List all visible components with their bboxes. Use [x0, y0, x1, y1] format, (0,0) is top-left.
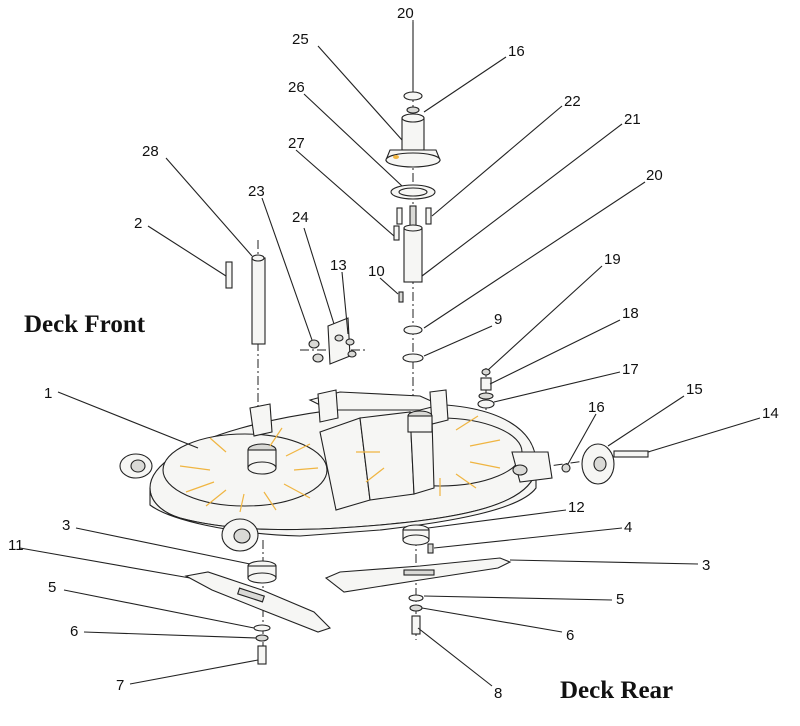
callout-6-left: 6 [70, 623, 78, 640]
callout-8: 8 [494, 685, 502, 702]
callout-23: 23 [248, 183, 265, 200]
callout-22: 22 [564, 93, 581, 110]
callout-15: 15 [686, 381, 703, 398]
callout-9: 9 [494, 311, 502, 328]
leader-lines [19, 22, 761, 687]
callout-14: 14 [762, 405, 779, 422]
callout-5-right: 5 [616, 591, 624, 608]
callout-4: 11 [8, 537, 24, 554]
callout-13: 13 [330, 257, 347, 274]
callout-20-mid: 20 [646, 167, 663, 184]
front-blade-assembly [184, 560, 332, 665]
spindle-assembly [385, 91, 441, 363]
callout-25: 25 [292, 31, 309, 48]
deck-front-title: Deck Front [24, 311, 146, 338]
callout-27: 27 [288, 135, 305, 152]
idler-bracket [308, 317, 357, 365]
callout-19: 19 [604, 251, 621, 268]
callout-26: 26 [288, 79, 305, 96]
front-wheel-right [221, 518, 259, 552]
callout-12: 4 [624, 519, 632, 536]
callout-11: 3 [702, 557, 710, 574]
callout-6-right: 6 [566, 627, 574, 644]
belt-accent-lines [179, 415, 501, 513]
callout-3-right: 12 [568, 499, 585, 516]
callout-16-top: 16 [508, 43, 525, 60]
callout-3-left: 3 [62, 517, 70, 534]
center-lines [257, 20, 651, 650]
callout-21: 21 [624, 111, 641, 128]
deck-rear-title: Deck Rear [560, 677, 673, 704]
small-hardware-17-19 [477, 368, 495, 409]
mower-deck [119, 389, 553, 552]
callout-18: 18 [622, 305, 639, 322]
callout-24: 24 [292, 209, 309, 226]
callout-1: 1 [44, 385, 52, 402]
callout-7: 7 [116, 677, 124, 694]
callout-2: 2 [134, 215, 142, 232]
callout-20-top: 20 [397, 5, 414, 22]
callout-17: 17 [622, 361, 639, 378]
callout-28: 28 [142, 143, 159, 160]
rear-blade-assembly [324, 524, 512, 635]
callout-16-right: 16 [588, 399, 605, 416]
idler-shaft [225, 254, 266, 345]
rear-wheel-assembly [561, 443, 649, 485]
callout-10: 10 [368, 263, 385, 280]
callout-5-left: 5 [48, 579, 56, 596]
callout-numbers: 20 25 16 22 26 21 28 27 20 23 24 2 13 10… [8, 5, 779, 702]
front-wheel-left [119, 453, 153, 479]
